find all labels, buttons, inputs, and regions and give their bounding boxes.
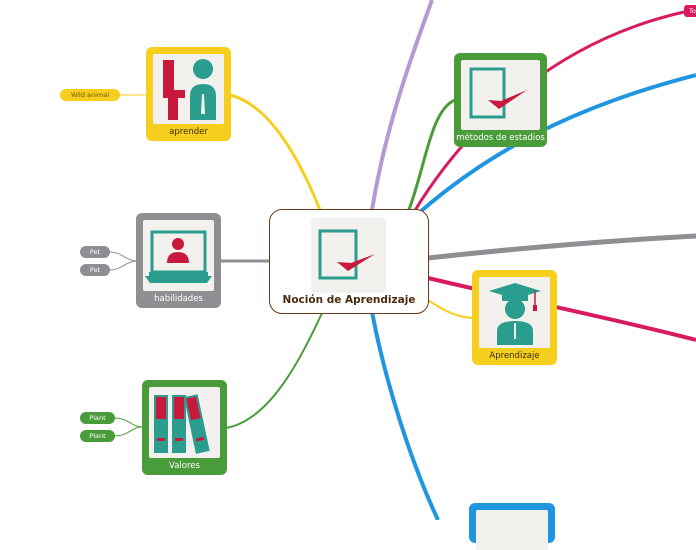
node-aprendizaje-label: Aprendizaje — [489, 351, 540, 361]
connector-yellow-aprendizaje — [427, 299, 475, 319]
central-node[interactable]: Noción de Aprendizaje — [269, 209, 429, 314]
connector-green-valores — [225, 312, 323, 429]
node-aprender-label: aprender — [169, 127, 208, 137]
node-aprender[interactable]: aprender — [146, 47, 231, 141]
connector-blue-bottom — [370, 311, 440, 520]
node-aprendizaje-image — [479, 277, 550, 348]
tag-plant-2[interactable]: Plant — [80, 430, 115, 442]
checkbox-check-icon — [318, 229, 375, 280]
tag-pet-1[interactable]: Pet — [80, 246, 110, 258]
node-aprender-image — [153, 54, 224, 124]
node-metodos-image — [461, 60, 540, 130]
node-valores[interactable]: Valores — [142, 380, 227, 475]
connector-pet-1 — [109, 251, 138, 262]
binders-icon — [154, 394, 210, 454]
node-aprendizaje[interactable]: Aprendizaje — [472, 270, 557, 365]
node-blue-partial-image — [476, 510, 548, 550]
node-valores-label: Valores — [169, 461, 200, 471]
connector-green-metodos — [406, 98, 456, 213]
person-silhouette-icon — [163, 59, 216, 120]
connector-plant-1 — [114, 417, 143, 428]
tag-wild-animal[interactable]: Wild animal — [60, 89, 120, 101]
node-habilidades-label: habilidades — [154, 294, 203, 304]
node-blue-partial[interactable] — [469, 503, 555, 550]
connector-plant-2 — [114, 426, 143, 437]
node-metodos-label: métodos de estadios — [456, 133, 545, 143]
laptop-user-icon — [145, 230, 212, 283]
node-habilidades[interactable]: habilidades — [136, 213, 221, 308]
connector-yellow-aprender — [229, 93, 322, 211]
node-metodos[interactable]: métodos de estadios — [454, 53, 547, 147]
central-title: Noción de Aprendizaje — [282, 294, 416, 306]
checkbox-check-icon — [469, 67, 527, 119]
node-habilidades-image — [143, 220, 214, 291]
tag-plant-1[interactable]: Plant — [80, 412, 115, 424]
connector-pet-2 — [109, 260, 138, 271]
tag-corner[interactable]: To — [684, 5, 696, 17]
tag-pet-2[interactable]: Pet — [80, 264, 110, 276]
connector-gray-right — [427, 233, 696, 261]
central-image — [311, 218, 386, 293]
connector-crimson-right — [427, 276, 696, 342]
graduate-icon — [489, 283, 541, 345]
connector-purple — [370, 0, 434, 211]
node-valores-image — [149, 387, 220, 458]
